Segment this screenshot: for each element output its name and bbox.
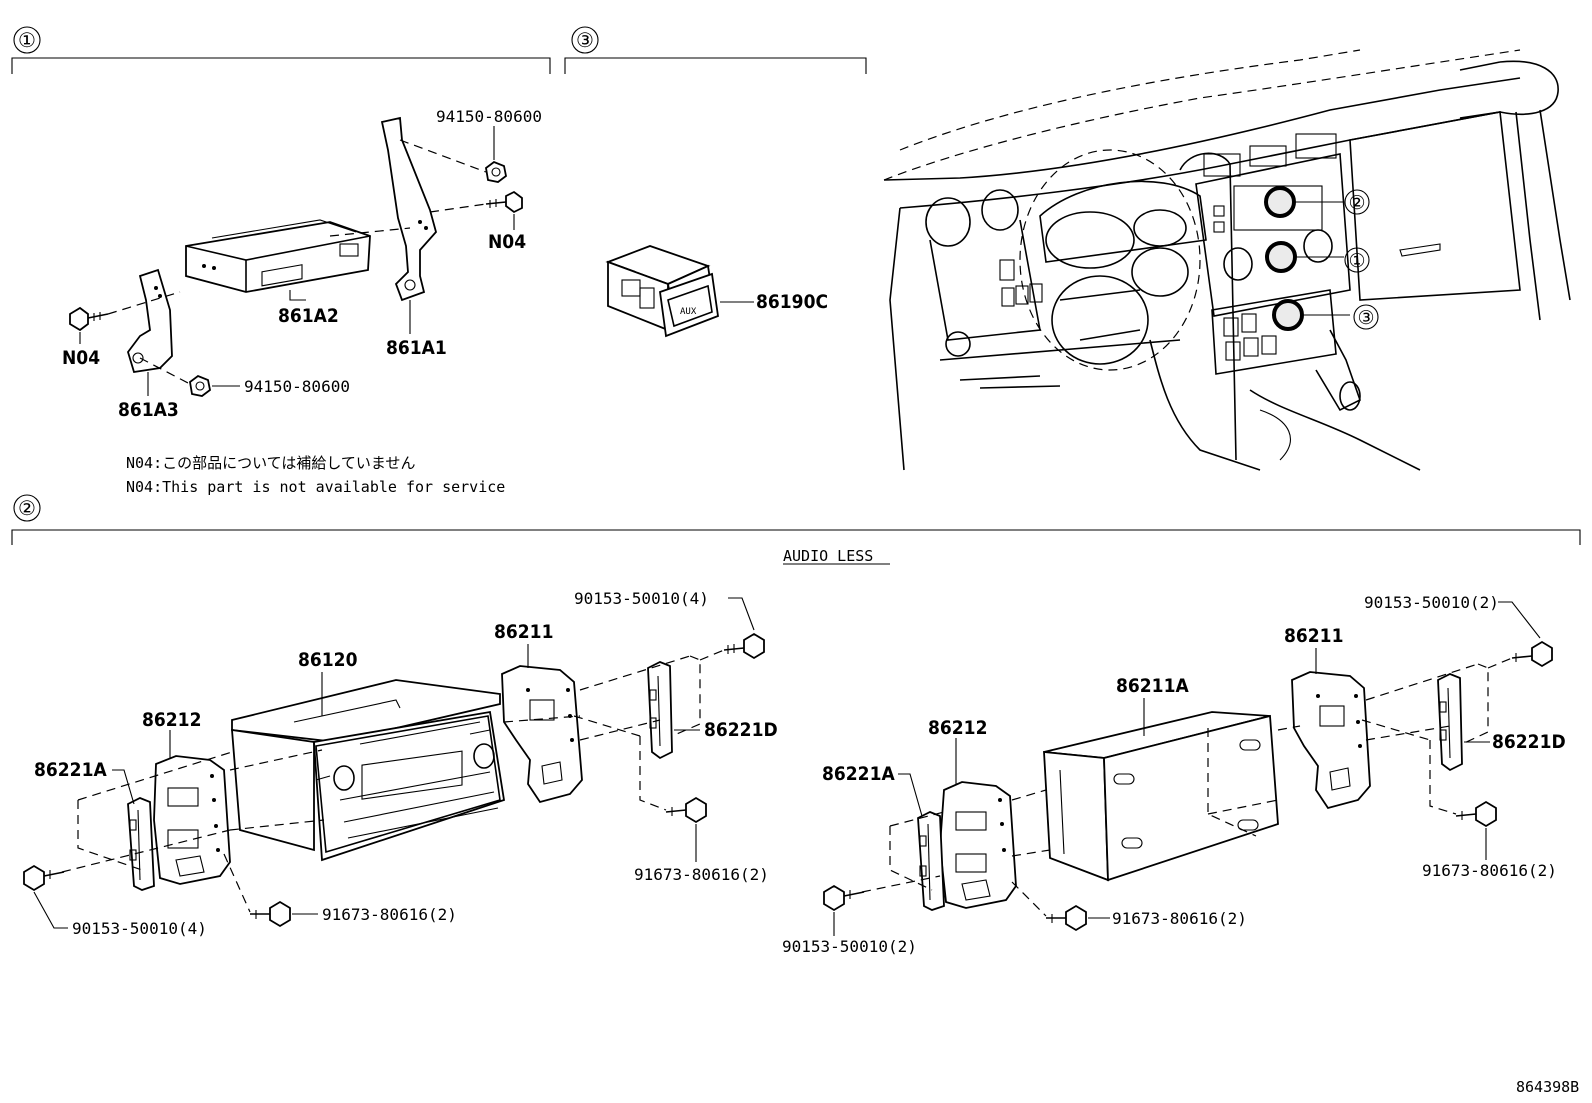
label-g2r-bracket-r: 86211 bbox=[1284, 625, 1343, 647]
screw-top-90153-right bbox=[1511, 640, 1553, 668]
section-1-marker: ① bbox=[18, 28, 36, 52]
section-markers: ① ③ ② bbox=[13, 26, 599, 522]
label-g2l-screw-bl: 90153-50010(4) bbox=[72, 919, 207, 938]
section-brackets bbox=[11, 57, 1581, 545]
bracket-861a1 bbox=[380, 116, 437, 302]
aux-switch-text: AUX bbox=[680, 307, 697, 317]
amplifier-861a2 bbox=[185, 219, 371, 293]
label-g2l-screw-b: 91673-80616(2) bbox=[322, 905, 457, 924]
label-g2r-trim-r: 86221D bbox=[1492, 731, 1566, 753]
label-g2r-box: 86211A bbox=[1116, 675, 1189, 697]
label-audio-less: AUDIO LESS bbox=[783, 547, 873, 565]
section-3-marker: ③ bbox=[576, 28, 594, 52]
label-bracket-861a1: 861A1 bbox=[386, 337, 447, 359]
dashboard-location-view: ② ① ③ bbox=[883, 49, 1571, 471]
screw-right-91673 bbox=[665, 796, 707, 824]
bolt-n04-right bbox=[485, 190, 523, 214]
trim-86221d-right-group bbox=[1437, 673, 1463, 772]
label-bracket-861a3: 861A3 bbox=[118, 399, 179, 421]
screw-right-91673-right bbox=[1455, 800, 1497, 828]
bracket-86211-left-group bbox=[501, 665, 583, 804]
trim-86221d-left-group bbox=[647, 661, 673, 760]
group3-aux-switch: AUX 86190C bbox=[605, 245, 828, 338]
note-japanese: N04:この部品については補給していません bbox=[126, 454, 415, 472]
label-g2r-trim-l: 86221A bbox=[822, 763, 895, 785]
diagram-id: 864398B bbox=[1516, 1078, 1579, 1096]
nut-bottom-94150 bbox=[189, 374, 211, 397]
trim-86221a-right-group bbox=[917, 811, 945, 911]
label-g2r-bracket-l: 86212 bbox=[928, 717, 987, 739]
label-g2l-screw-top: 90153-50010(4) bbox=[574, 589, 709, 608]
dash-callout-2: ② bbox=[1348, 192, 1365, 214]
screw-bottom-91673-right bbox=[1046, 904, 1087, 932]
section-2-marker: ② bbox=[18, 496, 36, 520]
screw-bottom-left-90153-right bbox=[823, 884, 865, 912]
label-g2r-screw-bl: 90153-50010(2) bbox=[782, 937, 917, 956]
radio-86120 bbox=[231, 679, 506, 862]
label-aux-switch: 86190C bbox=[756, 291, 828, 313]
bracket-861a3 bbox=[127, 268, 173, 374]
label-g2l-trim-r: 86221D bbox=[704, 719, 778, 741]
label-g2l-bracket-l: 86212 bbox=[142, 709, 201, 731]
label-g2r-screw-r: 91673-80616(2) bbox=[1422, 861, 1557, 880]
label-g2r-screw-top: 90153-50010(2) bbox=[1364, 593, 1499, 612]
dash-callout-1: ① bbox=[1348, 250, 1365, 272]
aux-switch-86190c: AUX bbox=[605, 245, 719, 338]
bracket-86212-right-group bbox=[939, 781, 1017, 909]
bolt-n04-left bbox=[69, 306, 109, 332]
bracket-86211-right-group bbox=[1291, 671, 1371, 810]
group1-amplifier-assembly: 94150-80600 N04 861A2 861A1 N04 861A3 94… bbox=[62, 107, 542, 496]
bracket-86212-left bbox=[153, 755, 231, 885]
label-n04-left: N04 bbox=[62, 347, 100, 369]
label-g2l-screw-r: 91673-80616(2) bbox=[634, 865, 769, 884]
nut-top-94150 bbox=[485, 160, 507, 183]
label-n04-right: N04 bbox=[488, 231, 526, 253]
label-g2r-screw-b: 91673-80616(2) bbox=[1112, 909, 1247, 928]
group2-audio-less-assembly: AUDIO LESS bbox=[782, 547, 1566, 956]
trim-86221a-left bbox=[127, 797, 155, 891]
screw-bottom-left-90153 bbox=[23, 864, 65, 892]
label-g2l-radio: 86120 bbox=[298, 649, 358, 671]
dash-callout-3: ③ bbox=[1357, 307, 1374, 329]
screw-top-90153 bbox=[723, 632, 765, 660]
label-nut-bottom: 94150-80600 bbox=[244, 377, 350, 396]
screw-bottom-91673 bbox=[250, 900, 291, 928]
note-english: N04:This part is not available for servi… bbox=[126, 478, 505, 496]
label-bolt-top: 94150-80600 bbox=[436, 107, 542, 126]
group2-radio-assembly: 90153-50010(4) 86211 86120 86212 86221D … bbox=[23, 589, 778, 938]
label-g2l-bracket-r: 86211 bbox=[494, 621, 553, 643]
pocket-box-86211a bbox=[1043, 711, 1279, 882]
label-amplifier: 861A2 bbox=[278, 305, 339, 327]
label-g2l-trim-l: 86221A bbox=[34, 759, 107, 781]
